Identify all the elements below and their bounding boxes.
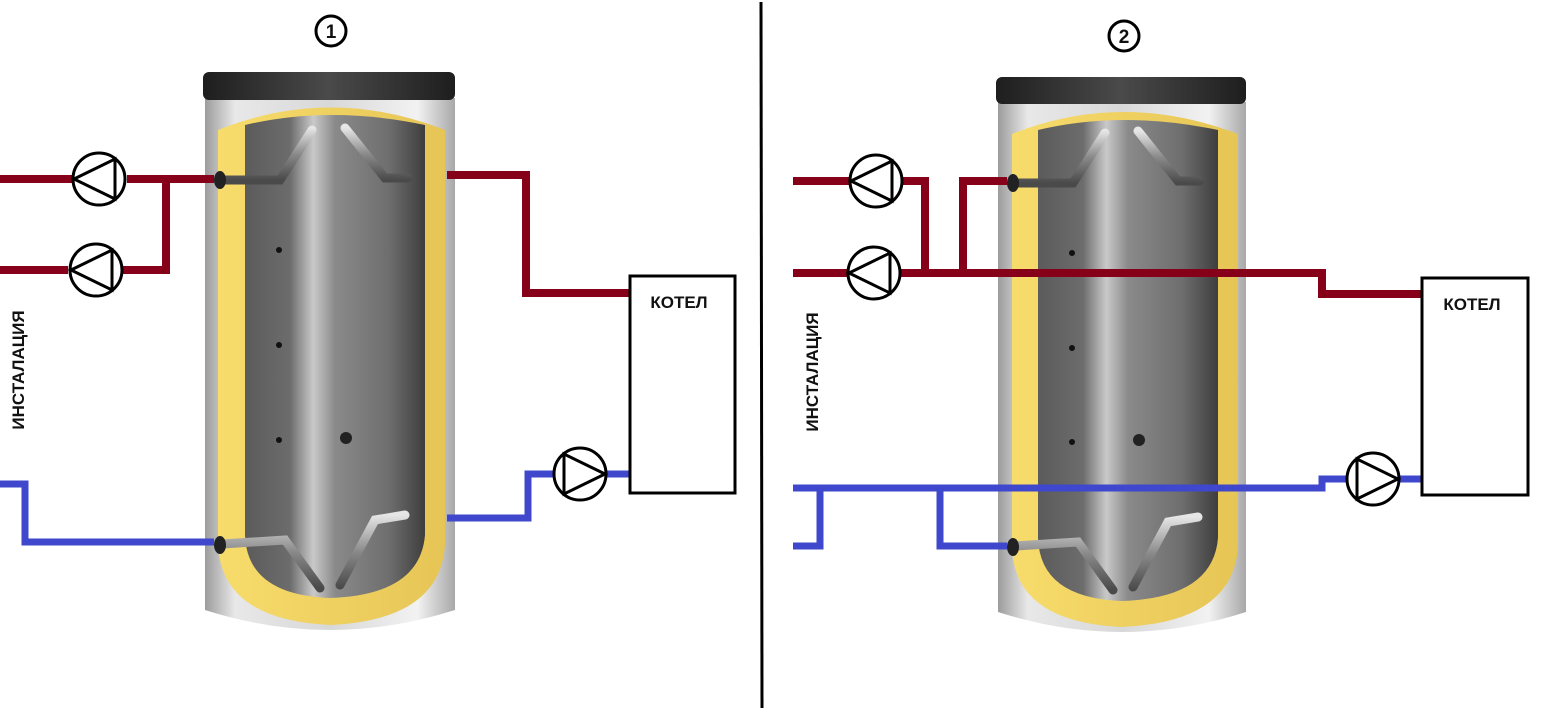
sensor-port (1069, 439, 1075, 445)
installation-label-2: ИНСТАЛАЦИЯ (803, 312, 822, 431)
pump-icon (847, 153, 904, 209)
pump-icon (70, 151, 127, 207)
svg-text:1: 1 (326, 22, 337, 43)
hot-pipes-1 (0, 171, 630, 297)
tank-inner (245, 115, 425, 598)
boiler-2: КОТЕЛ (1420, 276, 1530, 497)
pump-icon (552, 446, 609, 502)
sensor-port (276, 437, 282, 443)
svg-text:КОТЕЛ: КОТЕЛ (1443, 295, 1500, 314)
cold-pipes-1 (0, 470, 632, 546)
drain-port (340, 432, 352, 444)
pump-icon (845, 245, 902, 301)
pump-icon (67, 242, 124, 298)
coil-fitting (214, 536, 226, 554)
pump-icon (1345, 451, 1402, 507)
lower-coil (217, 510, 410, 593)
svg-text:КОТЕЛ: КОТЕЛ (650, 293, 707, 312)
drain-port (1133, 434, 1145, 446)
sensor-port (276, 342, 282, 348)
tank-2 (996, 77, 1246, 632)
cold-pipes-2 (793, 475, 1424, 550)
tank-inner (1038, 120, 1218, 601)
svg-text:2: 2 (1119, 27, 1130, 48)
lower-coil (1010, 512, 1203, 595)
coil-fitting (214, 171, 226, 189)
tank-1 (203, 72, 455, 630)
diagram-number-1: 1 (314, 14, 348, 48)
sensor-port (1069, 345, 1075, 351)
hot-pipes-2 (793, 177, 1422, 298)
sensor-port (1069, 250, 1075, 256)
upper-coil (217, 123, 413, 185)
coil-fitting (1007, 538, 1019, 556)
upper-coil (1010, 126, 1205, 188)
installation-label-1: ИНСТАЛАЦИЯ (9, 310, 28, 429)
boiler-1: КОТЕЛ (628, 274, 737, 495)
sensor-port (276, 247, 282, 253)
coil-fitting (1007, 174, 1019, 192)
diagram-number-2: 2 (1107, 19, 1141, 53)
tank-cap (996, 77, 1246, 104)
tank-cap (203, 72, 455, 100)
panel-divider (759, 1, 764, 709)
